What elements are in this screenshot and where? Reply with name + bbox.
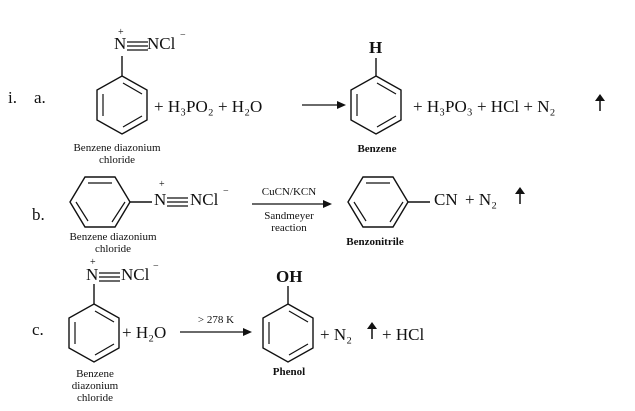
reaction-a-product-label: Benzene [357,143,397,155]
reaction-c-minus-charge: − [153,261,159,272]
reaction-a-plus-charge: + [118,27,124,38]
reaction-a-triple-bond [127,41,148,51]
reaction-c-reactant-label-line2: diazonium [71,380,119,392]
reaction-a-reactant-label: Benzene diazonium chloride [52,142,182,166]
reaction-c-diazo-n: N [86,265,99,284]
reaction-b-diazo-n: N [154,190,167,209]
reaction-c-reactant-label-line3: chloride [76,392,114,404]
reaction-b-arrow-condition-line1: Sandmeyer [264,210,314,222]
reaction-c-reagents: + H₂O [122,323,167,342]
reaction-a-diazo-ncl: NCl [147,34,176,53]
reaction-b-arrow-condition: Sandmeyer reaction [252,210,326,234]
reaction-c-arrow [180,328,252,336]
reaction-b-byproducts: + N₂ [465,190,498,209]
reaction-c-product-label: Phenol [272,366,306,378]
reaction-a-product-h: H [369,38,383,57]
reaction-c-byproduct-hcl: + HCl [382,325,425,344]
reaction-c-plus-charge: + [90,257,96,268]
reaction-a-minus-charge: − [180,30,186,41]
reaction-a-reactant-benzene-ring [96,56,148,135]
reaction-c-triple-bond [99,272,120,282]
reaction-c-arrow-condition: > 278 K [197,314,235,326]
reaction-a-marker: a. [34,88,46,107]
reaction-c-byproducts: + N₂ [320,325,353,344]
reaction-b-arrow-reagent: CuCN/KCN [261,186,317,198]
reaction-b-minus-charge: − [223,186,229,197]
reaction-c-diazo-ncl: NCl [121,265,150,284]
reaction-a-reactant-label-line2: chloride [98,154,136,166]
reaction-b-product-benzene-ring [347,176,430,228]
reaction-b-reactant-label-line2: chloride [94,243,132,255]
reaction-a-diazo-n: N [114,34,127,53]
reaction-c-gas-up-arrow-icon [367,322,377,339]
reaction-b-reactant-label: Benzene diazonium chloride [48,231,178,255]
reaction-a-reagents: + H₃PO₂ + H₂O [154,97,263,116]
reaction-b-arrow-condition-line2: reaction [271,222,307,234]
reaction-c-product-oh: OH [276,267,303,286]
reaction-a-byproducts: + H₃PO₃ + HCl + N₂ [413,97,556,116]
part-marker: i. [8,88,17,107]
reaction-b-marker: b. [32,205,45,224]
reaction-c-reactant-label-line1: Benzene [76,368,114,380]
reaction-c-reactant-label: Benzene diazonium chloride [50,368,140,404]
reaction-b-product-label: Benzonitrile [346,236,404,248]
reaction-b-reactant-label-line1: Benzene diazonium [69,231,157,243]
reaction-b-reactant-benzene-ring [69,176,152,228]
reaction-a-product-benzene-ring [350,58,402,135]
reaction-a-gas-up-arrow-icon [595,94,605,111]
reaction-b-plus-charge: + [159,179,165,190]
reaction-c-reactant-benzene-ring [68,284,120,363]
reaction-b-product-cn: CN [434,190,458,209]
reaction-b-triple-bond [167,197,188,207]
reaction-c-marker: c. [32,320,44,339]
reaction-c-product-benzene-ring [262,286,314,363]
reaction-b-arrow [252,200,332,208]
reaction-a-arrow [302,101,346,109]
reaction-b-diazo-ncl: NCl [190,190,219,209]
reaction-b-gas-up-arrow-icon [515,187,525,204]
reaction-a-reactant-label-line1: Benzene diazonium [73,142,161,154]
